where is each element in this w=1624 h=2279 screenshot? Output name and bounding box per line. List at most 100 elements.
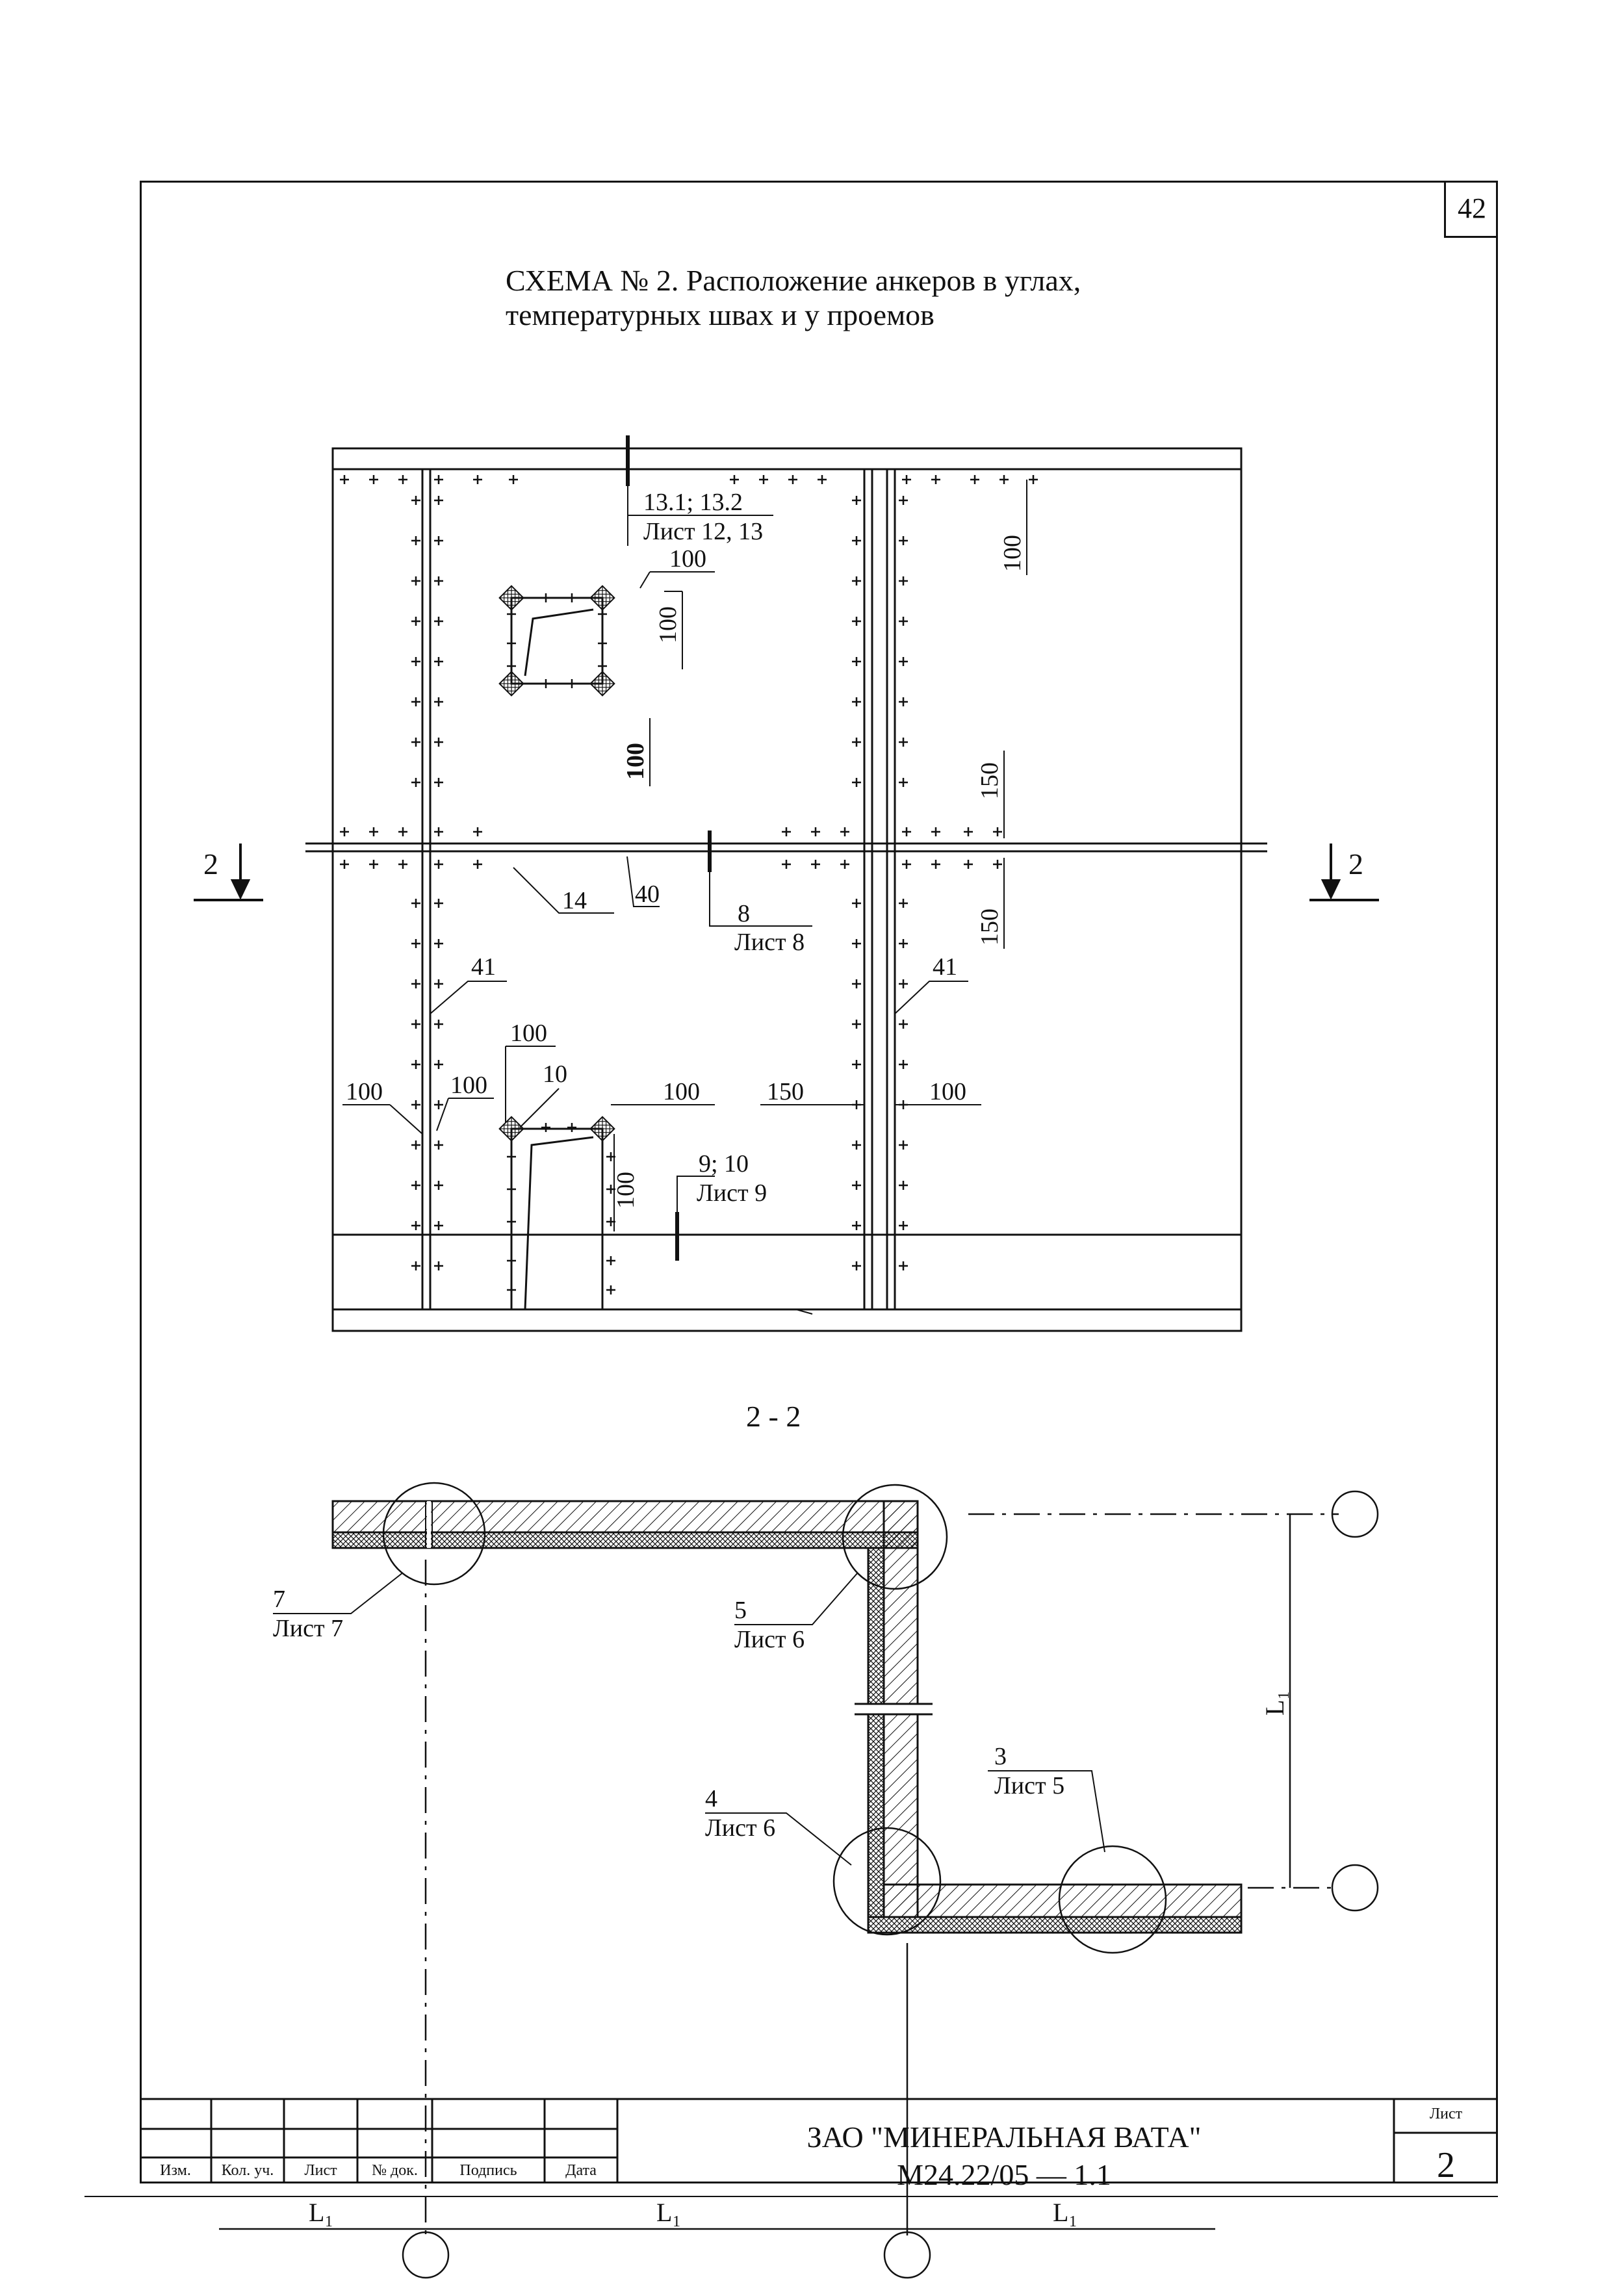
anchor-mark [759,475,768,484]
anchor-mark [818,475,827,484]
anchor-mark [852,576,861,586]
anchor-mark [899,939,908,948]
anchor-mark [434,738,443,747]
tb-header-list: Лист [304,2162,337,2179]
anchor-mark [434,475,443,484]
anchor-mark [902,860,911,869]
dim-l1-c: L₁ [1053,2198,1077,2227]
anchor-mark [434,979,443,988]
anchor-mark [899,536,908,545]
anchor-mark [899,496,908,505]
callout-14: 14 [562,887,587,914]
anchor-mark [434,827,443,836]
anchor-mark [434,1181,443,1190]
section-title: 2 - 2 [746,1400,801,1433]
callout-9: 9; 10 [699,1150,749,1178]
plan-leaders [342,480,1027,1231]
dim-window-bottom: 100 [622,743,649,780]
anchor-mark [899,1261,908,1270]
anchor-mark [993,860,1002,869]
callout-5: 5 [734,1597,747,1624]
anchor-mark [473,475,482,484]
section-wall [331,1500,1243,1934]
callout-7: 7 [273,1586,285,1613]
anchor-mark [398,827,407,836]
callout-10: 10 [543,1061,567,1088]
anchor-mark [964,827,973,836]
anchor-mark [473,860,482,869]
dim-l1-a: L₁ [309,2198,333,2227]
anchor-mark [411,697,420,706]
dim-150-mid: 150 [767,1078,804,1105]
anchor-mark [606,1285,615,1294]
anchor-mark [340,475,349,484]
anchor-mark [507,662,516,671]
anchor-mark [567,679,576,688]
anchor-mark [411,979,420,988]
anchor-mark [340,827,349,836]
anchor-mark [507,1152,516,1161]
anchor-mark [411,738,420,747]
anchor-mark [811,860,820,869]
anchor-mark [434,617,443,626]
anchor-mark [852,617,861,626]
tb-header-kol: Кол. уч. [221,2162,274,2179]
anchor-mark [369,475,378,484]
anchor-mark [899,697,908,706]
anchor-mark [411,778,420,787]
callout-13-sheet: Лист 12, 13 [643,518,763,545]
anchor-mark [902,475,911,484]
dim-100-left2: 100 [450,1072,487,1099]
dim-150-upper: 150 [976,762,1003,799]
anchor-mark [411,1140,420,1150]
section-mark-left: 2 [203,847,218,881]
anchor-mark [434,536,443,545]
anchor-mark [993,827,1002,836]
callout-41-right: 41 [933,953,957,981]
callout-41-left: 41 [471,953,496,981]
anchor-mark [411,1221,420,1230]
anchor-mark [411,1020,420,1029]
anchor-mark [541,679,550,688]
facade-plan [305,435,1267,1332]
anchor-mark [852,1181,861,1190]
anchor-mark [899,1140,908,1150]
anchor-mark [964,860,973,869]
anchor-mark [782,827,791,836]
anchor-mark [434,496,443,505]
page-number: 42 [1444,181,1498,238]
anchor-mark [411,939,420,948]
tb-header-date: Дата [565,2162,597,2179]
dim-150-lower: 150 [976,908,1003,946]
anchor-mark [411,657,420,666]
callout-13: 13.1; 13.2 [643,489,743,516]
opening-anchor-pads [498,585,615,1142]
anchor-mark [434,657,443,666]
anchor-mark [434,860,443,869]
anchor-mark [411,1181,420,1190]
sheet-label: Лист [1429,2105,1463,2122]
dim-l1-vertical: L₁ [1260,1691,1289,1716]
anchor-mark [606,1256,615,1265]
anchor-mark [507,1217,516,1226]
callout-3-sheet: Лист 5 [994,1772,1064,1799]
dim-100-left: 100 [346,1078,383,1105]
anchor-mark [899,1221,908,1230]
callout-9-sheet: Лист 9 [697,1179,767,1207]
dim-l1-b: L₁ [656,2198,681,2227]
anchor-mark [899,738,908,747]
dim-window-top: 100 [669,545,706,573]
anchor-mark [852,1140,861,1150]
anchor-mark [899,778,908,787]
anchor-mark [852,899,861,908]
anchor-mark [598,610,607,619]
tb-header-doc: № док. [372,2162,418,2179]
anchor-mark [852,738,861,747]
anchor-mark [507,1256,516,1265]
anchor-mark [507,610,516,619]
company-name: ЗАО "МИНЕРАЛЬНАЯ ВАТА" [806,2120,1202,2154]
anchor-mark [852,536,861,545]
anchor-mark [788,475,797,484]
anchor-mark [434,1261,443,1270]
